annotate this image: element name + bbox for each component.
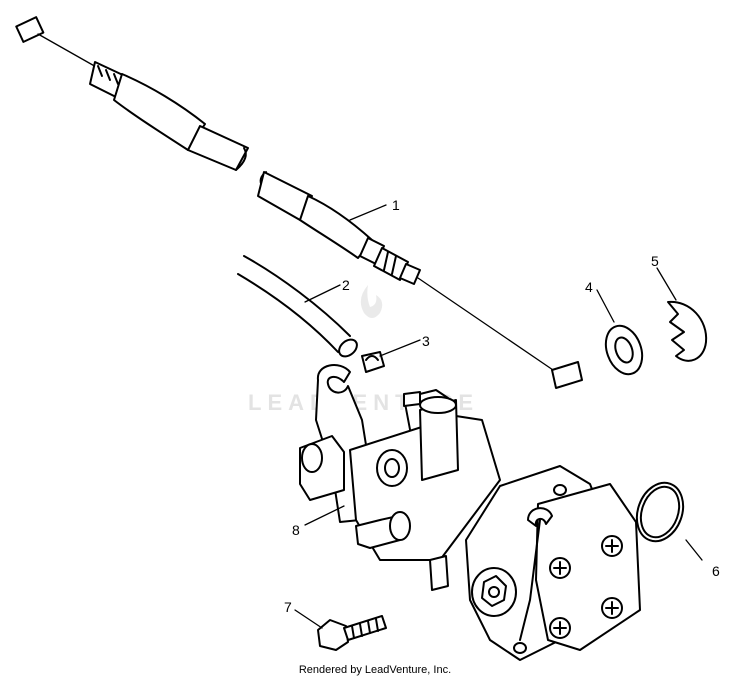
bolt [317, 615, 387, 651]
callout-4: 4 [585, 279, 593, 295]
callout-1: 1 [392, 197, 400, 213]
carburetor-body [299, 389, 641, 661]
o-ring [635, 481, 685, 543]
callouts: 1 2 3 4 5 6 7 8 [284, 197, 720, 615]
cable-clip [361, 351, 385, 373]
throttle-cable-lower [257, 171, 583, 389]
throttle-cable-upper [15, 16, 249, 171]
washer [604, 324, 644, 376]
choke-cable [237, 255, 358, 358]
callout-8: 8 [292, 522, 300, 538]
leader-lines [294, 204, 703, 629]
footer-credit: Rendered by LeadVenture, Inc. [298, 664, 452, 676]
callout-7: 7 [284, 599, 292, 615]
callout-2: 2 [342, 277, 350, 293]
callout-5: 5 [651, 253, 659, 269]
e-clip [667, 300, 708, 362]
callout-3: 3 [422, 333, 430, 349]
callout-6: 6 [712, 563, 720, 579]
